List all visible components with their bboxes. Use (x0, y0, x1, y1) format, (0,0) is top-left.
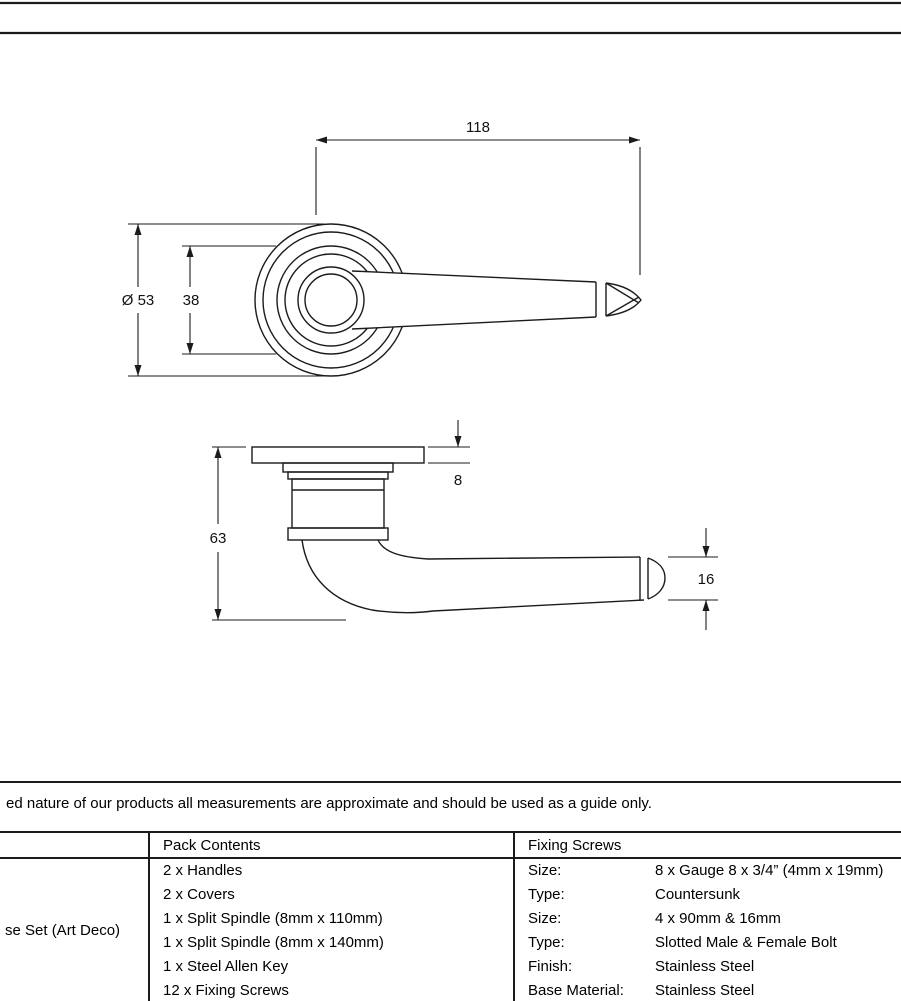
fixing-screws-label: Base Material: (528, 982, 624, 999)
fixing-screws-value: Countersunk (655, 886, 741, 903)
fixing-screws-value: 8 x Gauge 8 x 3/4” (4mm x 19mm) (655, 862, 884, 879)
dim-rose-diameter-label: Ø 53 (122, 292, 155, 309)
pack-contents-item: 2 x Handles (163, 862, 243, 879)
dimension-projection: 63 (210, 446, 346, 621)
fixing-screws-row: Base Material: Stainless Steel (515, 979, 901, 1001)
fixing-screws-value: 4 x 90mm & 16mm (655, 910, 781, 927)
fixing-screws-row: Type: Slotted Male & Female Bolt (515, 931, 901, 955)
fixing-screws-row: Type: Countersunk (515, 883, 901, 907)
dimension-lever-tip: 16 (668, 528, 718, 630)
pack-contents-item: 1 x Split Spindle (8mm x 140mm) (163, 934, 384, 951)
pack-contents-column: Pack Contents 2 x Handles 2 x Covers 1 x… (150, 833, 515, 1001)
side-view (251, 446, 666, 614)
fixing-screws-value: Stainless Steel (655, 958, 755, 975)
fixing-screws-value: Stainless Steel (655, 982, 755, 999)
fixing-screws-label: Size: (528, 862, 562, 879)
fixing-screws-value: Slotted Male & Female Bolt (655, 934, 837, 951)
dim-projection-label: 63 (210, 530, 227, 547)
pack-contents-item: 1 x Split Spindle (8mm x 110mm) (163, 910, 383, 927)
sheet-footer: ed nature of our products all measuremen… (0, 781, 901, 1001)
dimension-rose-thickness: 8 (428, 420, 470, 489)
spec-table: se Set (Art Deco) Pack Contents 2 x Hand… (0, 831, 901, 1001)
dimension-length-118: 118 (315, 119, 641, 275)
dimension-rose-diameter: Ø 53 (122, 223, 324, 377)
sheet-border-lines (0, 1, 901, 35)
product-column: se Set (Art Deco) (0, 833, 150, 1001)
fixing-screws-row: Size: 8 x Gauge 8 x 3/4” (4mm x 19mm) (515, 859, 901, 883)
fixing-screws-header: Fixing Screws (515, 833, 901, 859)
fixing-screws-label: Size: (528, 910, 562, 927)
dim-rose-thickness-label: 8 (454, 472, 462, 489)
fixing-screws-column: Fixing Screws Size: 8 x Gauge 8 x 3/4” (… (515, 833, 901, 1001)
fixing-screws-label: Type: (528, 934, 565, 951)
dim-length-label: 118 (466, 119, 490, 136)
pack-contents-item: 12 x Fixing Screws (163, 982, 289, 999)
dim-inner-diameter-label: 38 (183, 292, 200, 309)
disclaimer-text: ed nature of our products all measuremen… (6, 795, 652, 812)
product-name: se Set (Art Deco) (5, 921, 121, 939)
technical-drawing: 118 Ø 53 38 (0, 1, 901, 630)
pack-contents-item: 2 x Covers (163, 886, 235, 903)
front-view (254, 223, 642, 377)
dim-lever-tip-label: 16 (698, 571, 715, 588)
pack-contents-header: Pack Contents (150, 833, 513, 859)
dimension-inner-diameter: 38 (182, 245, 276, 355)
fixing-screws-row: Finish: Stainless Steel (515, 955, 901, 979)
fixing-screws-row: Size: 4 x 90mm & 16mm (515, 907, 901, 931)
fixing-screws-label: Type: (528, 886, 565, 903)
product-header-cell (0, 833, 148, 859)
fixing-screws-label: Finish: (528, 958, 573, 975)
pack-contents-item: 1 x Steel Allen Key (163, 958, 289, 975)
